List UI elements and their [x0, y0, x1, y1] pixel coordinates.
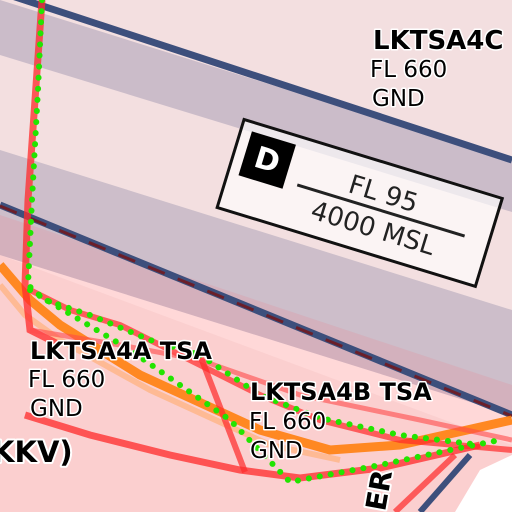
- airspace-lower-limit: GND: [372, 86, 425, 112]
- tsa-dotted-outline: [24, 0, 503, 486]
- limit-separator: [296, 183, 466, 238]
- tsa-border-inner: [29, 327, 512, 443]
- airspace-label-lktsa4b[interactable]: LKTSA4B TSA FL 660 GND: [248, 377, 434, 466]
- restricted-area-box[interactable]: D FL 95 4000 MSL: [215, 117, 505, 289]
- airspace-upper-limit: FL 660: [28, 367, 105, 393]
- tsa-border-southeast: [392, 452, 458, 512]
- airspace-lower-limit: GND: [250, 438, 303, 464]
- airspace-label-lktsa4c[interactable]: LKTSA4C FL 660 GND: [369, 25, 505, 114]
- danger-band-upper: [0, 0, 512, 212]
- partial-airspace-label-bottom: ER: [359, 467, 399, 512]
- danger-boundary-top: [13, 0, 512, 164]
- airspace-name: LKTSA4A TSA: [30, 337, 212, 365]
- airspace-upper-limit: FL 660: [249, 409, 326, 435]
- badge-background: [238, 131, 296, 189]
- outside-region: [455, 455, 512, 512]
- airspace-upper-limit: FL 660: [370, 57, 447, 83]
- airspace-label-lktsa4a[interactable]: LKTSA4A TSA FL 660 GND: [27, 336, 214, 424]
- orange-route: [0, 262, 512, 455]
- airspace-lower-limit: GND: [30, 396, 83, 422]
- navy-boundary-corner: [417, 453, 473, 512]
- airspace-name: LKTSA4C: [373, 26, 503, 56]
- partial-airspace-label-left: KKV): [0, 435, 73, 469]
- tsa-border-divider: [197, 353, 248, 474]
- orange-route-secondary: [0, 283, 341, 463]
- airspace-name: LKTSA4B TSA: [250, 378, 432, 406]
- danger-boundary-dashes: [0, 204, 512, 418]
- tsa-border-south: [23, 411, 481, 482]
